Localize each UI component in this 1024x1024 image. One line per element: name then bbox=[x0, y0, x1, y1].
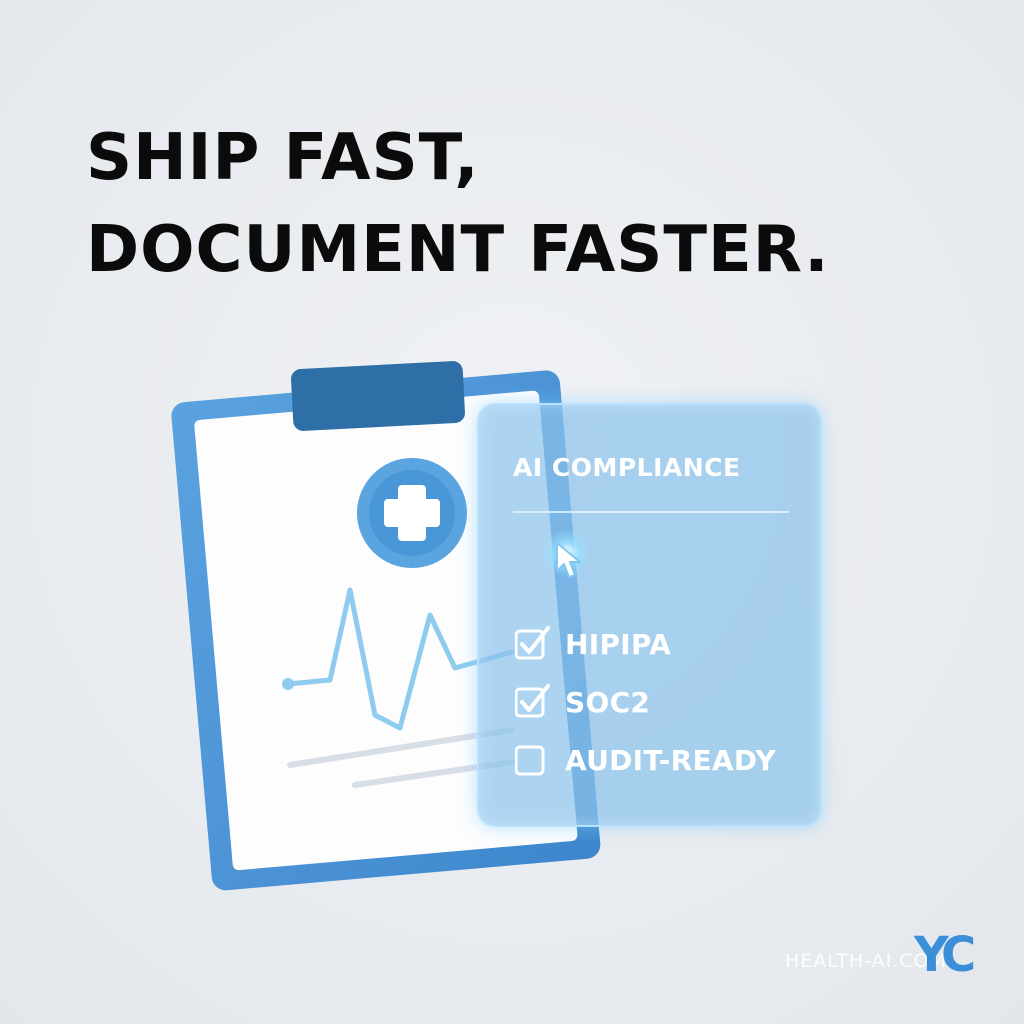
compliance-checklist: HIPIPA SOC2 AUDIT-READY bbox=[515, 615, 776, 789]
brand-watermark: HEALTH-AI.COM bbox=[785, 950, 947, 972]
checkbox-checked-icon[interactable] bbox=[515, 626, 550, 660]
headline: SHIP FAST, DOCUMENT FASTER. bbox=[86, 112, 966, 296]
checklist-label: AUDIT-READY bbox=[565, 743, 776, 777]
yc-logo-icon: YC bbox=[914, 927, 980, 981]
checklist-item-soc2[interactable]: SOC2 bbox=[515, 673, 776, 731]
headline-line-1: SHIP FAST, bbox=[86, 121, 480, 195]
medical-cross-icon bbox=[357, 458, 467, 568]
checklist-item-audit-ready[interactable]: AUDIT-READY bbox=[515, 731, 776, 789]
checklist-item-hipipa[interactable]: HIPIPA bbox=[515, 615, 776, 673]
checklist-label: SOC2 bbox=[565, 685, 651, 719]
ai-compliance-panel: AI COMPLIANCE HIPIPA bbox=[477, 403, 822, 827]
checkbox-unchecked-icon[interactable] bbox=[515, 745, 545, 776]
checkbox-checked-icon[interactable] bbox=[515, 684, 550, 718]
svg-text:YC: YC bbox=[914, 927, 974, 981]
pointer-cursor-icon bbox=[556, 542, 581, 578]
panel-title: AI COMPLIANCE bbox=[513, 453, 741, 482]
clipboard-clip bbox=[291, 361, 465, 431]
panel-divider bbox=[513, 511, 789, 513]
paper-line-1 bbox=[287, 727, 515, 768]
checklist-label: HIPIPA bbox=[565, 627, 672, 661]
headline-line-2: DOCUMENT FASTER. bbox=[86, 213, 830, 287]
heartbeat-line-icon bbox=[285, 587, 515, 731]
